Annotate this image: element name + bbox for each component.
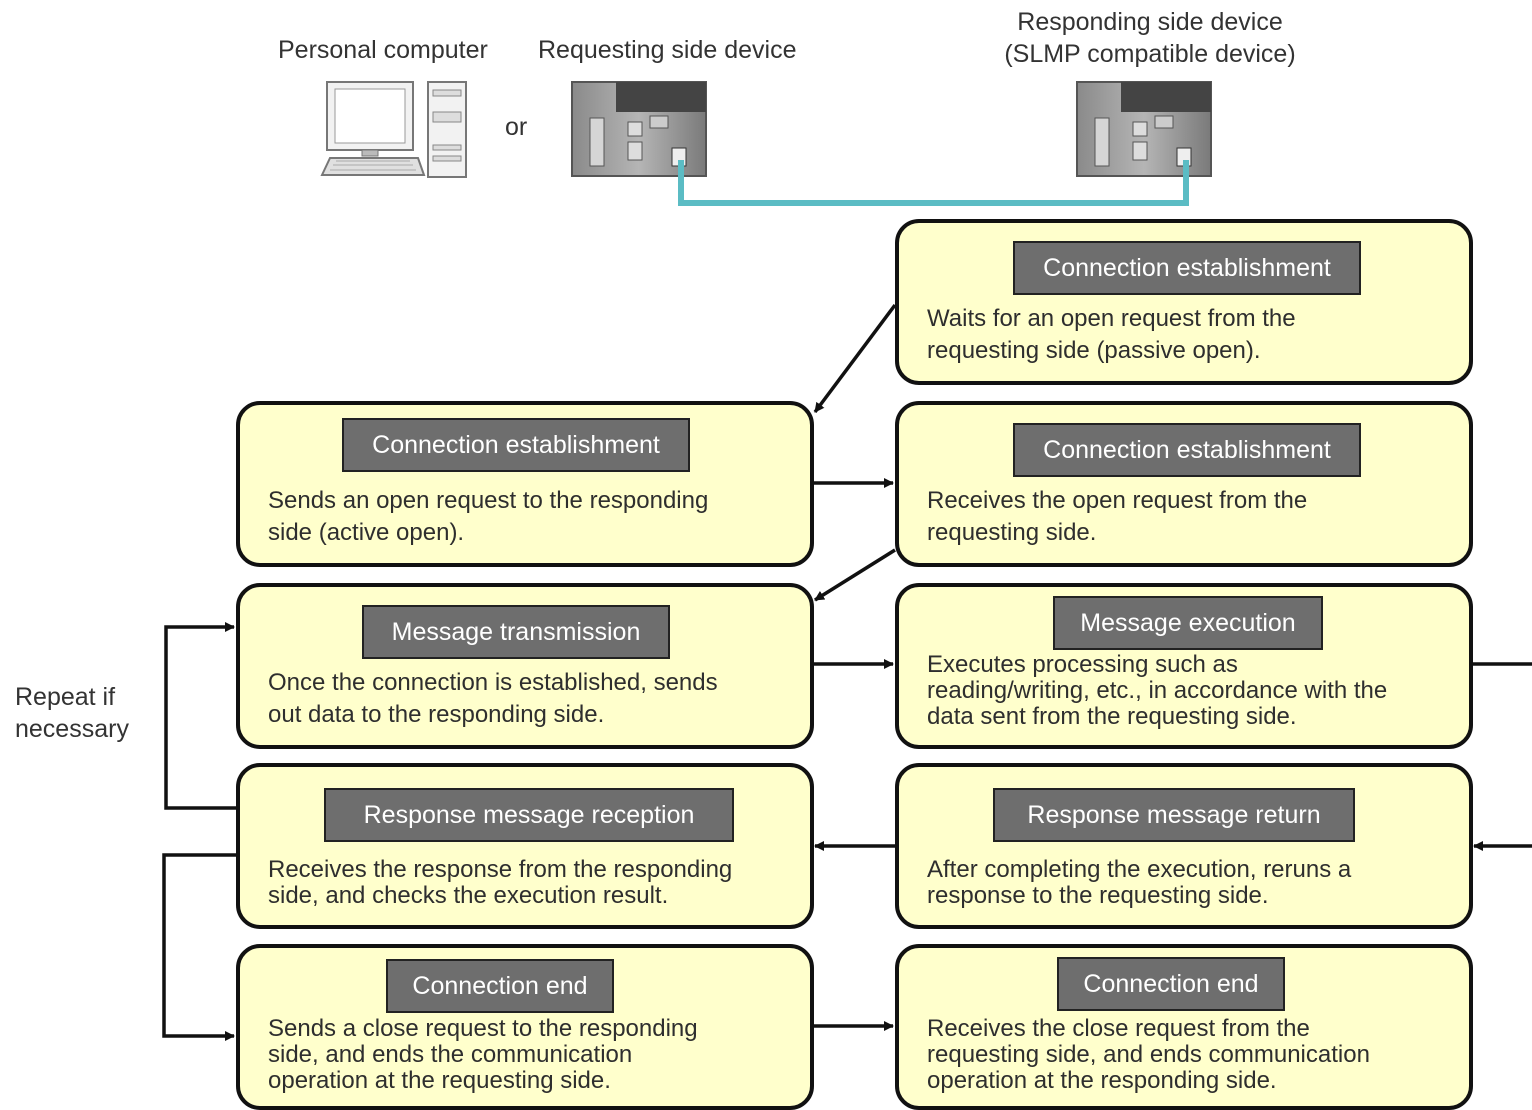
step-description: Waits for an open request from the reque…	[927, 303, 1296, 367]
responder-label: Responding side device (SLMP compatible …	[990, 6, 1310, 70]
step-description: Once the connection is established, send…	[268, 667, 718, 731]
requester-connection-end-box: Connection end Sends a close request to …	[236, 944, 814, 1110]
step-description: Sends a close request to the responding …	[268, 1016, 698, 1094]
responder-message-execution-box: Message execution Executes processing su…	[895, 583, 1473, 749]
description-line: response to the requesting side.	[927, 882, 1269, 909]
step-description: Executes processing such as reading/writ…	[927, 652, 1387, 730]
description-line: side, and checks the execution result.	[268, 882, 669, 909]
step-title: Connection end	[386, 959, 614, 1013]
responder-label-line2: (SLMP compatible device)	[1004, 40, 1296, 68]
description-line: Sends an open request to the responding	[268, 487, 709, 514]
repeat-note-line2: necessary	[15, 715, 129, 743]
arrow-received-to-transmission	[814, 548, 896, 602]
step-title: Connection establishment	[342, 418, 690, 472]
description-line: Sends a close request to the responding	[268, 1015, 698, 1042]
or-label: or	[505, 113, 528, 141]
ethernet-cable	[678, 160, 1189, 206]
end-loop-arrow	[162, 853, 236, 1041]
step-description: Receives the response from the respondin…	[268, 857, 732, 909]
requester-label: Requesting side device	[538, 36, 797, 64]
step-title: Connection end	[1057, 957, 1285, 1011]
description-line: Receives the open request from the	[927, 487, 1308, 514]
step-title: Connection establishment	[1013, 241, 1361, 295]
step-title: Connection establishment	[1013, 423, 1361, 477]
step-description: Receives the close request from the requ…	[927, 1016, 1370, 1094]
repeat-loop-arrow	[164, 622, 236, 810]
description-line: reading/writing, etc., in accordance wit…	[927, 677, 1388, 704]
description-line: Executes processing such as	[927, 651, 1238, 678]
requester-active-open-box: Connection establishment Sends an open r…	[236, 401, 814, 567]
step-description: Sends an open request to the responding …	[268, 485, 708, 549]
description-line: Receives the close request from the	[927, 1015, 1310, 1042]
pc-label: Personal computer	[278, 36, 488, 64]
responder-receive-open-box: Connection establishment Receives the op…	[895, 401, 1473, 567]
description-line: out data to the responding side.	[268, 701, 605, 728]
responder-passive-open-box: Connection establishment Waits for an op…	[895, 219, 1473, 385]
step-title: Response message return	[993, 788, 1355, 842]
description-line: Receives the response from the respondin…	[268, 856, 733, 883]
description-line: operation at the responding side.	[927, 1067, 1277, 1094]
description-line: Once the connection is established, send…	[268, 669, 718, 696]
description-line: side (active open).	[268, 519, 465, 546]
repeat-note-line1: Repeat if	[15, 683, 116, 711]
requester-message-transmission-box: Message transmission Once the connection…	[236, 583, 814, 749]
description-line: requesting side (passive open).	[927, 337, 1261, 364]
responder-connection-end-box: Connection end Receives the close reques…	[895, 944, 1473, 1110]
responding-plc-icon	[1076, 81, 1212, 177]
responder-label-line1: Responding side device	[1017, 8, 1283, 36]
description-line: requesting side, and ends communication	[927, 1041, 1370, 1068]
description-line: operation at the requesting side.	[268, 1067, 611, 1094]
description-line: side, and ends the communication	[268, 1041, 633, 1068]
arrow-passive-to-active	[813, 303, 897, 414]
step-title: Response message reception	[324, 788, 734, 842]
step-title: Message execution	[1053, 596, 1323, 650]
responder-response-return-box: Response message return After completing…	[895, 763, 1473, 929]
step-description: Receives the open request from the reque…	[927, 485, 1307, 549]
requester-response-reception-box: Response message reception Receives the …	[236, 763, 814, 929]
step-description: After completing the execution, reruns a…	[927, 857, 1351, 909]
description-line: Waits for an open request from the	[927, 305, 1296, 332]
description-line: data sent from the requesting side.	[927, 703, 1297, 730]
repeat-note: Repeat if necessary	[15, 681, 129, 745]
computer-icon	[320, 81, 467, 178]
requesting-plc-icon	[571, 81, 707, 177]
description-line: requesting side.	[927, 519, 1097, 546]
step-title: Message transmission	[362, 605, 670, 659]
description-line: After completing the execution, reruns a	[927, 856, 1352, 883]
